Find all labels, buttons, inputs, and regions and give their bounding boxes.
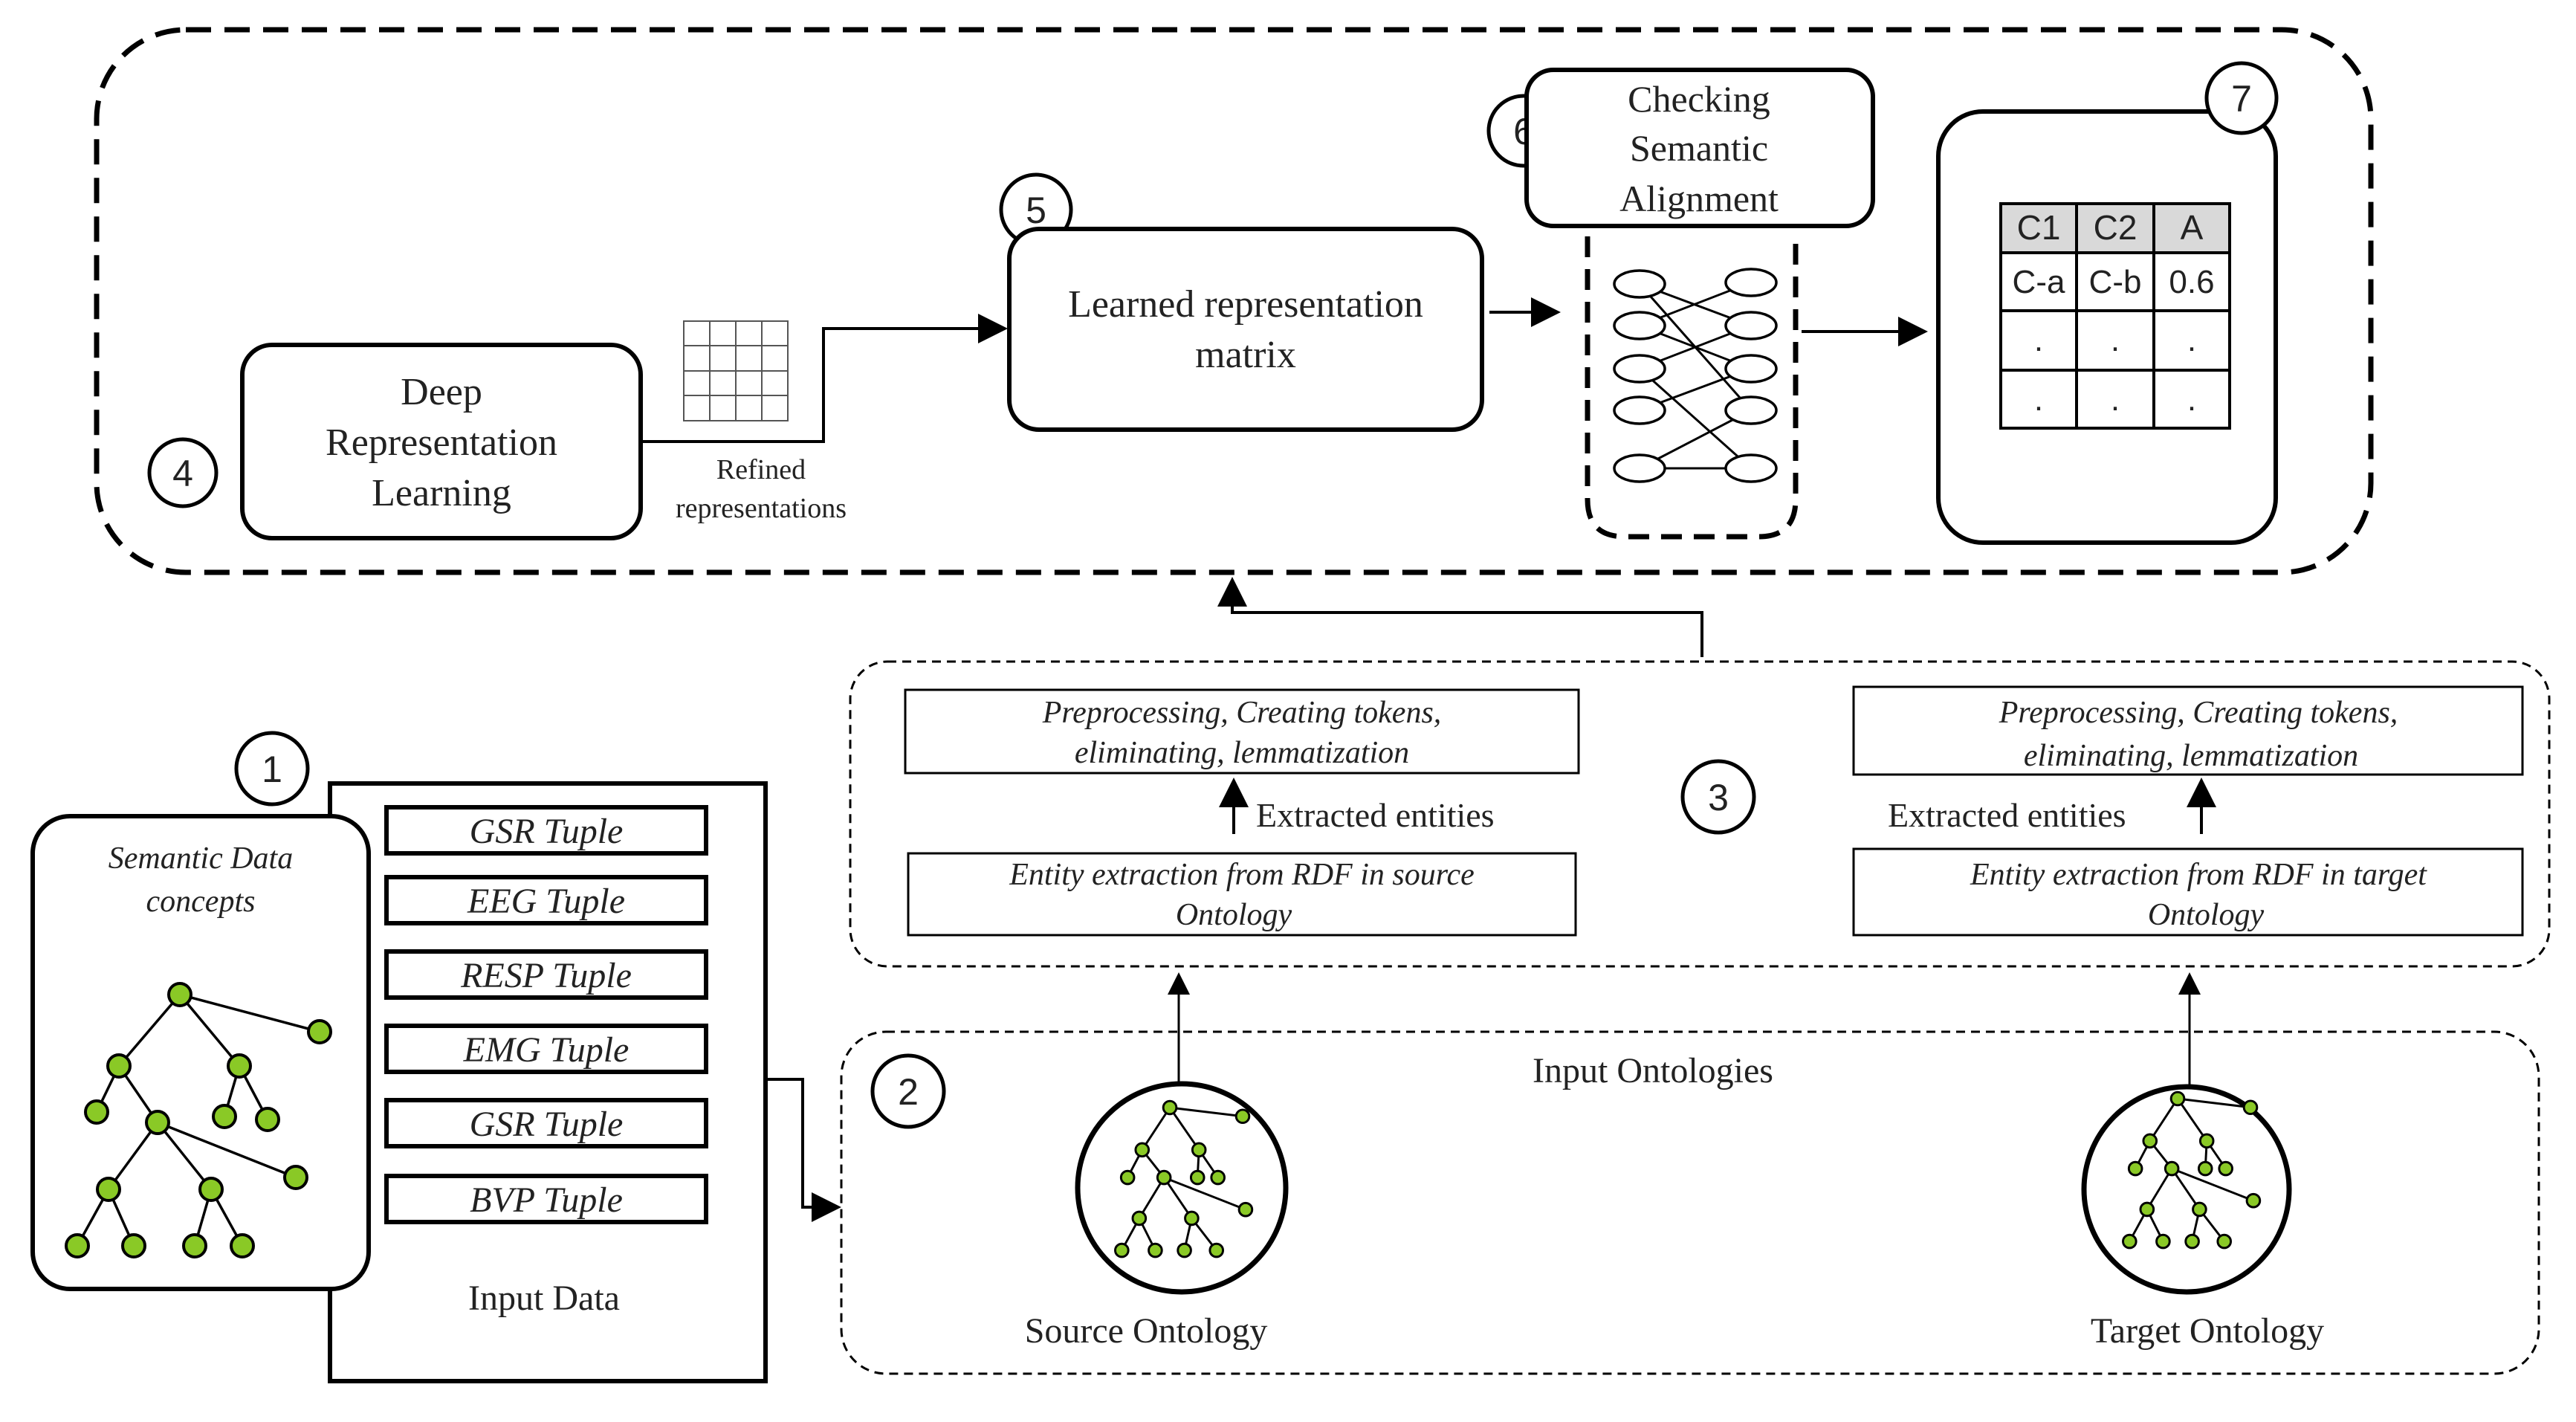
table-cell: . [2111, 381, 2120, 418]
svg-text:GSR Tuple: GSR Tuple [470, 812, 624, 851]
table-cell: . [2187, 322, 2196, 358]
step-4-badge: 4 [147, 437, 219, 508]
refined-label-line2: representations [676, 493, 847, 524]
svg-text:7: 7 [2231, 78, 2252, 120]
input-data-title: Input Data [468, 1279, 620, 1318]
svg-text:BVP Tuple: BVP Tuple [470, 1180, 623, 1220]
alignment-result-table: C1 C2 A C-a C-b 0.6 . . . . . . [1999, 202, 2231, 430]
tuple-item: EMG Tuple [384, 1024, 708, 1074]
table-cell: . [2111, 322, 2120, 358]
input-ontologies-title: Input Ontologies [1533, 1051, 1773, 1090]
right-extracted-entities-label: Extracted entities [1888, 796, 2126, 834]
svg-text:Deep: Deep [401, 371, 482, 413]
left-entity-extraction-box: Entity extraction from RDF in source Ont… [907, 852, 1577, 937]
table-cell: C-a [2013, 264, 2065, 300]
svg-text:Semantic: Semantic [1630, 127, 1768, 169]
table-cell: . [2034, 322, 2043, 358]
tuple-item: EEG Tuple [384, 875, 708, 925]
refined-label-line1: Refined [716, 454, 806, 485]
right-entity-extraction-box: Entity extraction from RDF in target Ont… [1852, 847, 2524, 937]
arrow-refined-to-learned [641, 314, 1008, 443]
svg-text:Representation: Representation [326, 421, 557, 464]
right-preprocessing-box: Preprocessing, Creating tokens, eliminat… [1852, 685, 2524, 776]
table-header-c1: C1 [2017, 208, 2061, 247]
svg-text:2: 2 [898, 1071, 919, 1113]
svg-text:1: 1 [262, 749, 282, 790]
left-extracted-entities-label: Extracted entities [1256, 796, 1495, 834]
svg-text:Semantic Data: Semantic Data [109, 841, 293, 876]
svg-text:Checking: Checking [1628, 78, 1770, 120]
table-cell: . [2187, 381, 2196, 418]
target-ontology-graphic [2081, 1084, 2292, 1295]
svg-text:Learning: Learning [372, 472, 511, 514]
svg-text:eliminating, lemmatization: eliminating, lemmatization [2024, 739, 2358, 773]
refined-representation-grid-icon [683, 320, 789, 421]
table-cell: . [2034, 381, 2043, 418]
input-ontologies-frame [840, 1030, 2540, 1375]
svg-text:Entity extraction from RDF in: Entity extraction from RDF in source [1009, 858, 1475, 892]
svg-text:Entity extraction from RDF in: Entity extraction from RDF in target [1970, 858, 2427, 892]
svg-text:EEG Tuple: EEG Tuple [467, 882, 625, 921]
left-preprocessing-box: Preprocessing, Creating tokens, eliminat… [904, 688, 1580, 775]
svg-text:Ontology: Ontology [1176, 898, 1292, 932]
svg-text:3: 3 [1708, 777, 1729, 818]
semantic-data-concepts-box: Semantic Data concepts [30, 814, 371, 1291]
svg-text:Alignment: Alignment [1619, 178, 1779, 219]
source-ontology-label: Source Ontology [1025, 1311, 1268, 1351]
top-module-frame [94, 27, 2374, 575]
svg-text:GSR Tuple: GSR Tuple [470, 1105, 624, 1144]
svg-text:concepts: concepts [146, 885, 256, 919]
source-ontology-graphic [1075, 1081, 1289, 1295]
table-cell: C-b [2089, 264, 2142, 300]
table-header-a: A [2181, 208, 2204, 247]
table-header-c2: C2 [2094, 208, 2138, 247]
processing-module-frame [849, 660, 2551, 968]
deep-representation-learning-box: Deep Representation Learning [240, 343, 643, 540]
learned-representation-matrix-box: Learned representation matrix [1007, 227, 1484, 432]
svg-text:RESP Tuple: RESP Tuple [460, 956, 632, 995]
tuple-item: GSR Tuple [384, 805, 708, 856]
step-1-badge: 1 [234, 731, 310, 807]
tuple-item: GSR Tuple [384, 1098, 708, 1148]
svg-text:eliminating, lemmatization: eliminating, lemmatization [1075, 736, 1409, 770]
arrow-input-data-to-ontologies [766, 1078, 841, 1222]
arrow-processing-to-top-module [1217, 577, 1703, 657]
svg-text:Ontology: Ontology [2148, 898, 2265, 932]
checking-semantic-alignment-box: Checking Semantic Alignment [1524, 68, 1875, 228]
svg-text:Learned representation: Learned representation [1068, 283, 1423, 326]
svg-text:5: 5 [1026, 190, 1046, 231]
table-cell: 0.6 [2169, 264, 2214, 300]
alignment-network-graphic [1585, 236, 1799, 540]
step-2-badge: 2 [870, 1053, 946, 1129]
tuple-list: GSR Tuple EEG Tuple RESP Tuple EMG Tuple… [384, 805, 708, 1224]
target-ontology-label: Target Ontology [2091, 1311, 2324, 1351]
svg-text:4: 4 [172, 453, 193, 494]
step-7-badge: 7 [2204, 61, 2279, 135]
svg-text:Preprocessing, Creating tokens: Preprocessing, Creating tokens, [1999, 696, 2398, 730]
semantic-tree-icon [65, 982, 332, 1258]
tuple-item: BVP Tuple [384, 1174, 708, 1224]
result-box [1936, 109, 2278, 545]
tuple-item: RESP Tuple [384, 949, 708, 1000]
svg-text:Preprocessing, Creating tokens: Preprocessing, Creating tokens, [1042, 696, 1442, 730]
step-3-badge: 3 [1680, 759, 1756, 835]
svg-text:matrix: matrix [1195, 334, 1296, 376]
svg-text:EMG Tuple: EMG Tuple [463, 1030, 630, 1070]
